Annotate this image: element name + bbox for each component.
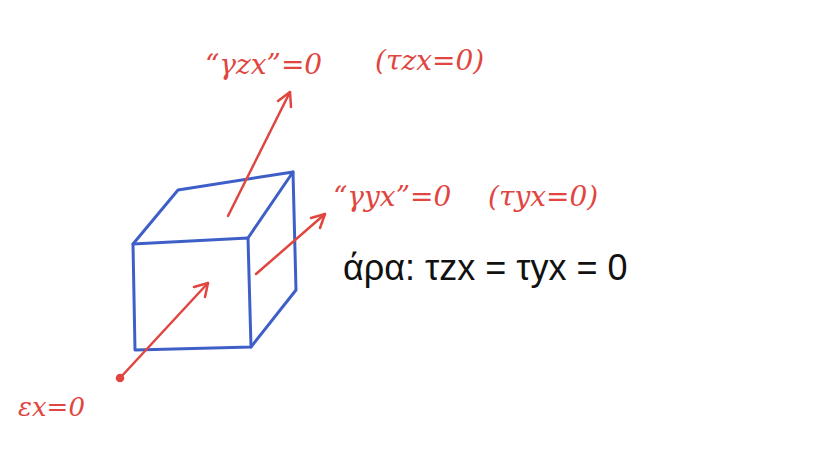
arrow-head (311, 214, 325, 228)
shear-strain-label: “γyx”=0 (333, 180, 451, 214)
cube-top-face (133, 172, 293, 244)
cube-front-face (133, 238, 251, 350)
normal-strain-label: εx=0 (18, 392, 85, 423)
gamma-yx-arrow (256, 214, 325, 274)
shear-stress-label: (τzx=0) (375, 44, 484, 78)
arrow-head (194, 283, 208, 297)
conclusion-note: άρα: τzx = τyx = 0 (343, 246, 628, 289)
arrow-head (278, 92, 291, 107)
shear-stress-label: (τyx=0) (488, 180, 598, 214)
shear-strain-label: “γzx”=0 (205, 48, 322, 82)
strain-arrows (117, 92, 325, 381)
epsilon-x-arrow (120, 283, 208, 378)
gamma-zx-arrow (228, 92, 290, 216)
